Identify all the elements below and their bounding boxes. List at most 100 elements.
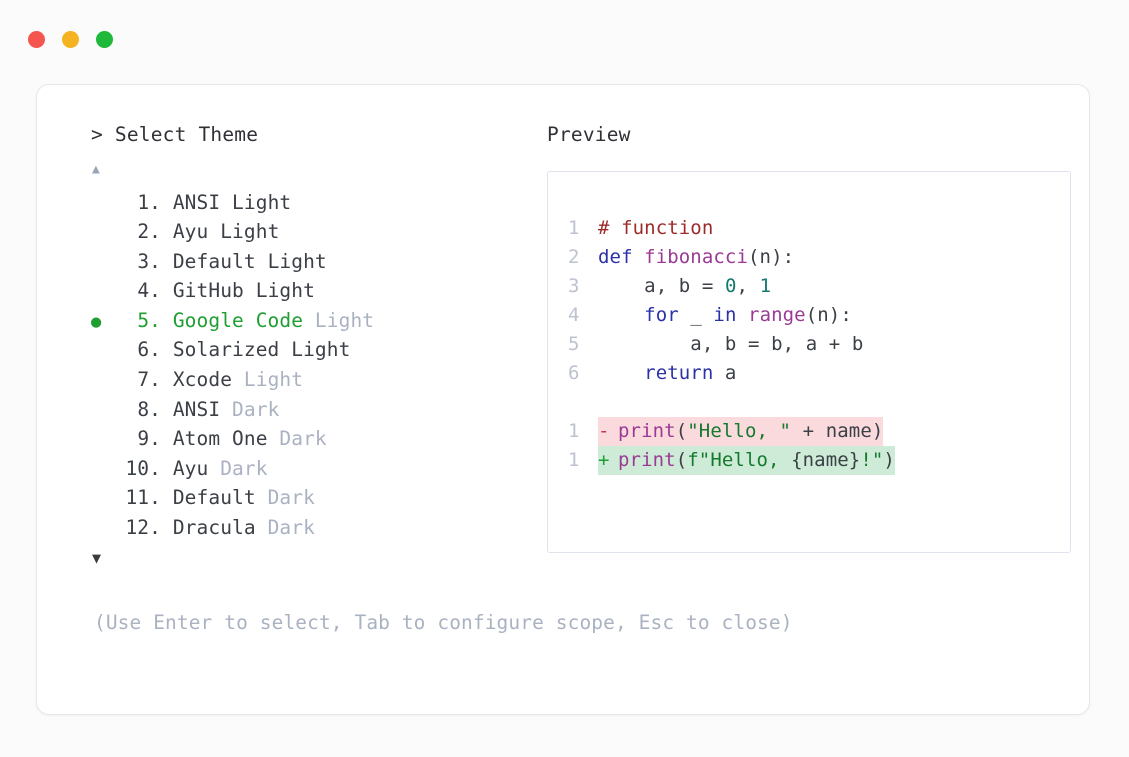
theme-list-item[interactable]: 3. Default Light xyxy=(91,248,537,278)
theme-list-panel: > Select Theme ▲ 1. ANSI Light 2. Ayu Li… xyxy=(61,125,793,634)
theme-item-number: 2. xyxy=(137,220,161,244)
preview-label: Preview xyxy=(547,123,631,146)
code-token-plain: a, b = xyxy=(598,274,725,297)
code-token-plain xyxy=(736,304,748,326)
code-token-func: print xyxy=(618,448,676,471)
diff-block: 1- print( "Hello, " + name) 1 + print(f"Hel… xyxy=(548,416,1070,475)
code-token-plain: + name) xyxy=(791,419,884,442)
theme-item-name: ANSI xyxy=(161,190,221,214)
diff-added-line: 1 + print(f"Hello, {name}!") xyxy=(548,445,1070,475)
close-dot[interactable] xyxy=(28,31,45,48)
theme-item-number: 10. xyxy=(125,456,161,480)
theme-list: 1. ANSI Light 2. Ayu Light 3. Default Li… xyxy=(91,189,537,544)
theme-item-number: 6. xyxy=(137,338,161,362)
theme-picker-card: > Select Theme ▲ 1. ANSI Light 2. Ayu Li… xyxy=(36,84,1090,715)
code-token-plain: a xyxy=(713,361,737,384)
bullet-spacer xyxy=(91,426,119,455)
theme-list-item[interactable]: 11. Default Dark xyxy=(91,484,537,514)
code-line: 4 for _ in range(n): xyxy=(548,301,1070,330)
code-line: 3 a, b = 0, 1 xyxy=(548,272,1070,301)
prompt-title-text: Select Theme xyxy=(114,123,259,146)
minimize-dot[interactable] xyxy=(62,31,79,48)
code-token-keyword: def xyxy=(598,245,645,268)
diff-minus-icon: - xyxy=(598,419,622,442)
code-spacer xyxy=(548,388,1070,417)
theme-item-number: 8. xyxy=(137,397,161,421)
theme-item-variant: Dark xyxy=(208,456,268,480)
theme-item-variant: Dark xyxy=(267,427,327,451)
code-line-text: a, b = 0, 1 xyxy=(598,272,771,301)
code-line: 6 return a xyxy=(548,359,1070,388)
bullet-spacer xyxy=(91,249,119,278)
theme-item-variant: Dark xyxy=(220,397,280,421)
theme-item-number: 11. xyxy=(125,486,161,510)
bullet-spacer xyxy=(91,278,119,307)
code-line-text: a, b = b, a + b xyxy=(598,330,863,359)
theme-item-name: Ayu xyxy=(161,220,209,244)
code-line: 5 a, b = b, a + b xyxy=(548,330,1070,359)
theme-list-item[interactable]: 10. Ayu Dark xyxy=(91,455,537,485)
code-line-text: # function xyxy=(598,214,713,243)
bullet-spacer xyxy=(91,337,119,366)
bullet-spacer xyxy=(91,397,119,426)
bullet-spacer xyxy=(91,485,119,514)
theme-list-item[interactable]: 12. Dracula Dark xyxy=(91,514,537,544)
bullet-spacer xyxy=(91,219,119,248)
theme-item-number: 7. xyxy=(137,368,161,392)
theme-item-name: GitHub xyxy=(161,279,244,303)
diff-line-body: + print(f"Hello, {name}!") xyxy=(598,445,895,475)
theme-list-item[interactable]: ●5. Google Code Light xyxy=(91,307,537,337)
code-token-punct: ( xyxy=(675,448,688,471)
theme-item-name: Default xyxy=(161,486,256,510)
diff-plus-icon: + xyxy=(598,448,622,471)
code-token-number: 1 xyxy=(759,274,772,297)
theme-item-number: 5. xyxy=(137,308,161,332)
code-line: 1 # function xyxy=(548,214,1070,243)
scroll-down-icon[interactable]: ▼ xyxy=(92,548,102,567)
theme-item-variant: Dark xyxy=(255,516,315,540)
code-token-punct: (n): xyxy=(805,303,852,326)
code-token-punct: ) xyxy=(883,448,895,471)
theme-item-name: ANSI xyxy=(161,397,221,421)
keyboard-hint: (Use Enter to select, Tab to configure s… xyxy=(94,610,793,634)
theme-item-variant: Dark xyxy=(255,486,315,510)
line-number: 1 xyxy=(568,448,580,471)
code-token-plain: , xyxy=(736,274,760,297)
theme-list-item[interactable]: 8. ANSI Dark xyxy=(91,396,537,426)
bullet-spacer xyxy=(91,515,119,544)
code-line-text: return a xyxy=(598,359,736,388)
theme-list-item[interactable]: 2. Ayu Light xyxy=(91,218,537,248)
theme-item-name: Xcode xyxy=(161,368,233,392)
code-token-keyword: in xyxy=(713,303,737,326)
selected-bullet-icon: ● xyxy=(91,311,102,332)
theme-item-number: 12. xyxy=(125,516,161,540)
code-token-string: "Hello, " xyxy=(687,419,792,442)
theme-item-name: Default xyxy=(161,249,256,273)
theme-item-name: Ayu xyxy=(161,456,209,480)
theme-list-item[interactable]: 1. ANSI Light xyxy=(91,189,537,219)
scroll-up-icon[interactable]: ▲ xyxy=(92,161,100,177)
line-number: 6 xyxy=(568,361,580,384)
two-column-layout: > Select Theme ▲ 1. ANSI Light 2. Ayu Li… xyxy=(61,125,1071,634)
theme-list-item[interactable]: 9. Atom One Dark xyxy=(91,425,537,455)
bullet-spacer xyxy=(91,367,119,396)
theme-item-variant: Light xyxy=(255,249,327,273)
theme-list-item[interactable]: 6. Solarized Light xyxy=(91,336,537,366)
prompt-header: > Select Theme xyxy=(91,125,537,145)
code-token-plain: a, b = b, a + b xyxy=(598,332,864,355)
theme-item-number: 9. xyxy=(137,427,161,451)
code-token-plain xyxy=(598,362,644,384)
line-number: 1 xyxy=(568,216,580,239)
theme-item-variant: Light xyxy=(220,190,292,214)
code-token-number: 0 xyxy=(724,274,737,297)
prompt-caret-icon: > xyxy=(91,123,103,146)
theme-list-item[interactable]: 4. GitHub Light xyxy=(91,277,537,307)
code-token-plain: {name} xyxy=(791,448,861,471)
maximize-dot[interactable] xyxy=(96,31,113,48)
theme-list-item[interactable]: 7. Xcode Light xyxy=(91,366,537,396)
theme-item-variant: Light xyxy=(232,368,304,392)
code-line-text: def fibonacci(n): xyxy=(598,243,794,272)
